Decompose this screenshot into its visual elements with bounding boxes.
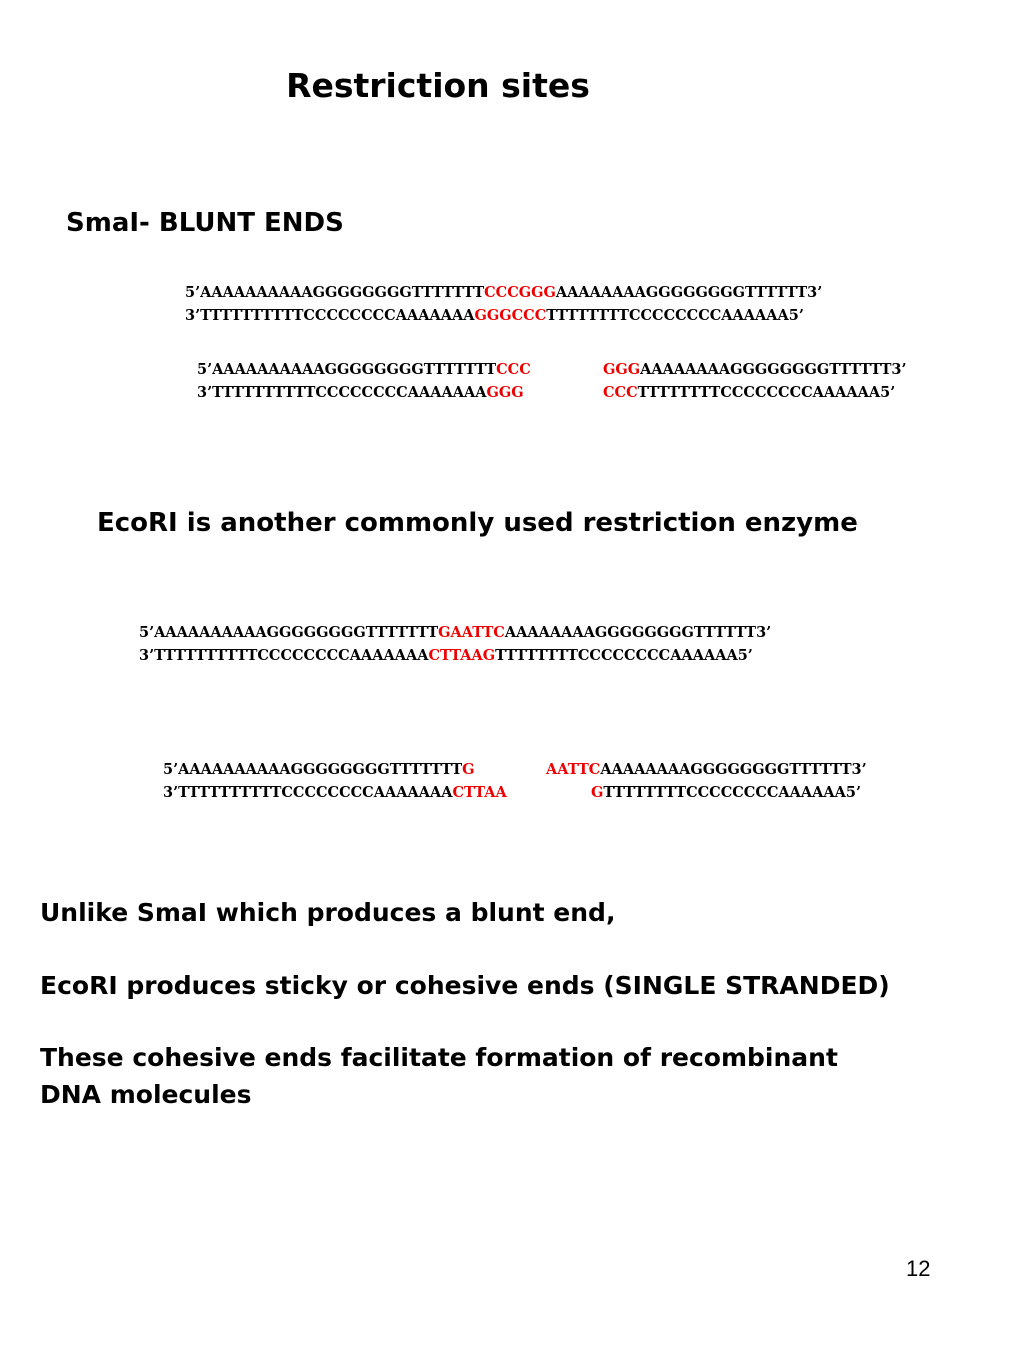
smai-cut-left-top: 5’AAAAAAAAAAGGGGGGGGTTTTTTTCCC (197, 358, 531, 381)
ecori-uncut-bottom-strand: 3’TTTTTTTTTTCCCCCCCCAAAAAAACTTAAGTTTTTTT… (139, 644, 771, 667)
smai-uncut-bottom-strand: 3’TTTTTTTTTTCCCCCCCCAAAAAAAGGGCCCTTTTTTT… (185, 304, 822, 327)
recognition-site: GGG (486, 384, 524, 401)
page-number: 12 (906, 1256, 931, 1281)
strand-flank: 3’TTTTTTTTTTCCCCCCCCAAAAAAA (185, 307, 475, 324)
note-sticky-ends: EcoRI produces sticky or cohesive ends (… (40, 971, 890, 1000)
recognition-site: CTTAA (452, 784, 507, 801)
recognition-site: GGGCCC (474, 307, 547, 324)
strand-flank: 5’AAAAAAAAAAGGGGGGGGTTTTTTT (139, 624, 439, 641)
recognition-site: AATTC (546, 761, 601, 778)
recognition-site: G (462, 761, 475, 778)
strand-flank: TTTTTTTTCCCCCCCCAAAAAA5’ (546, 307, 804, 324)
ecori-cut-left-bottom: 3’TTTTTTTTTTCCCCCCCCAAAAAAACTTAA (163, 781, 507, 804)
strand-flank: TTTTTTTTCCCCCCCCAAAAAA5’ (603, 784, 862, 801)
strand-flank: AAAAAAAAGGGGGGGGTTTTTT3’ (600, 761, 867, 778)
page-title: Restriction sites (286, 66, 590, 105)
note-recombinant-line-1: These cohesive ends facilitate formation… (40, 1043, 838, 1072)
ecori-heading: EcoRI is another commonly used restricti… (97, 508, 858, 538)
recognition-site: CCC (496, 361, 531, 378)
strand-flank: AAAAAAAAGGGGGGGGTTTTTT3’ (504, 624, 772, 641)
ecori-cut-right-bottom: GTTTTTTTTCCCCCCCCAAAAAA5’ (591, 781, 861, 804)
smai-uncut-sequence: 5’AAAAAAAAAAGGGGGGGGTTTTTTTCCCGGGAAAAAAA… (185, 281, 822, 327)
note-blunt-end: Unlike SmaI which produces a blunt end, (40, 898, 616, 927)
smai-heading: SmaI- BLUNT ENDS (66, 208, 344, 238)
strand-flank: 3’TTTTTTTTTTCCCCCCCCAAAAAAA (163, 784, 453, 801)
recognition-site: CCC (603, 384, 638, 401)
strand-flank: TTTTTTTTCCCCCCCCAAAAAA5’ (495, 647, 753, 664)
ecori-cut-left-top: 5’AAAAAAAAAAGGGGGGGGTTTTTTTG (163, 758, 507, 781)
recognition-site: CCCGGG (484, 284, 556, 301)
strand-flank: AAAAAAAAGGGGGGGGTTTTTT3’ (555, 284, 823, 301)
strand-flank: AAAAAAAAGGGGGGGGTTTTTT3’ (640, 361, 907, 378)
strand-flank: 5’AAAAAAAAAAGGGGGGGGTTTTTTT (185, 284, 485, 301)
smai-uncut-top-strand: 5’AAAAAAAAAAGGGGGGGGTTTTTTTCCCGGGAAAAAAA… (185, 281, 822, 304)
smai-cut-right-top: GGGAAAAAAAAGGGGGGGGTTTTTT3’ (603, 358, 907, 381)
recognition-site: G (591, 784, 604, 801)
strand-flank: 5’AAAAAAAAAAGGGGGGGGTTTTTTT (163, 761, 463, 778)
recognition-site: GAATTC (438, 624, 505, 641)
smai-cut-left-fragment: 5’AAAAAAAAAAGGGGGGGGTTTTTTTCCC 3’TTTTTTT… (197, 358, 531, 404)
smai-cut-right-bottom: CCCTTTTTTTTCCCCCCCCAAAAAA5’ (603, 381, 907, 404)
ecori-uncut-sequence: 5’AAAAAAAAAAGGGGGGGGTTTTTTTGAATTCAAAAAAA… (139, 621, 771, 667)
strand-flank: TTTTTTTTCCCCCCCCAAAAAA5’ (637, 384, 896, 401)
strand-flank: 3’TTTTTTTTTTCCCCCCCCAAAAAAA (197, 384, 487, 401)
note-recombinant-line-2: DNA molecules (40, 1080, 252, 1109)
strand-flank: 3’TTTTTTTTTTCCCCCCCCAAAAAAA (139, 647, 429, 664)
strand-flank: 5’AAAAAAAAAAGGGGGGGGTTTTTTT (197, 361, 497, 378)
ecori-cut-right-top: AATTCAAAAAAAAGGGGGGGGTTTTTT3’ (546, 758, 867, 781)
ecori-uncut-top-strand: 5’AAAAAAAAAAGGGGGGGGTTTTTTTGAATTCAAAAAAA… (139, 621, 771, 644)
smai-cut-right-fragment: GGGAAAAAAAAGGGGGGGGTTTTTT3’ CCCTTTTTTTTC… (603, 358, 907, 404)
recognition-site: GGG (603, 361, 641, 378)
note-recombinant: These cohesive ends facilitate formation… (40, 1039, 838, 1113)
ecori-cut-left-fragment: 5’AAAAAAAAAAGGGGGGGGTTTTTTTG 3’TTTTTTTTT… (163, 758, 507, 804)
recognition-site: CTTAAG (428, 647, 496, 664)
smai-cut-left-bottom: 3’TTTTTTTTTTCCCCCCCCAAAAAAAGGG (197, 381, 531, 404)
